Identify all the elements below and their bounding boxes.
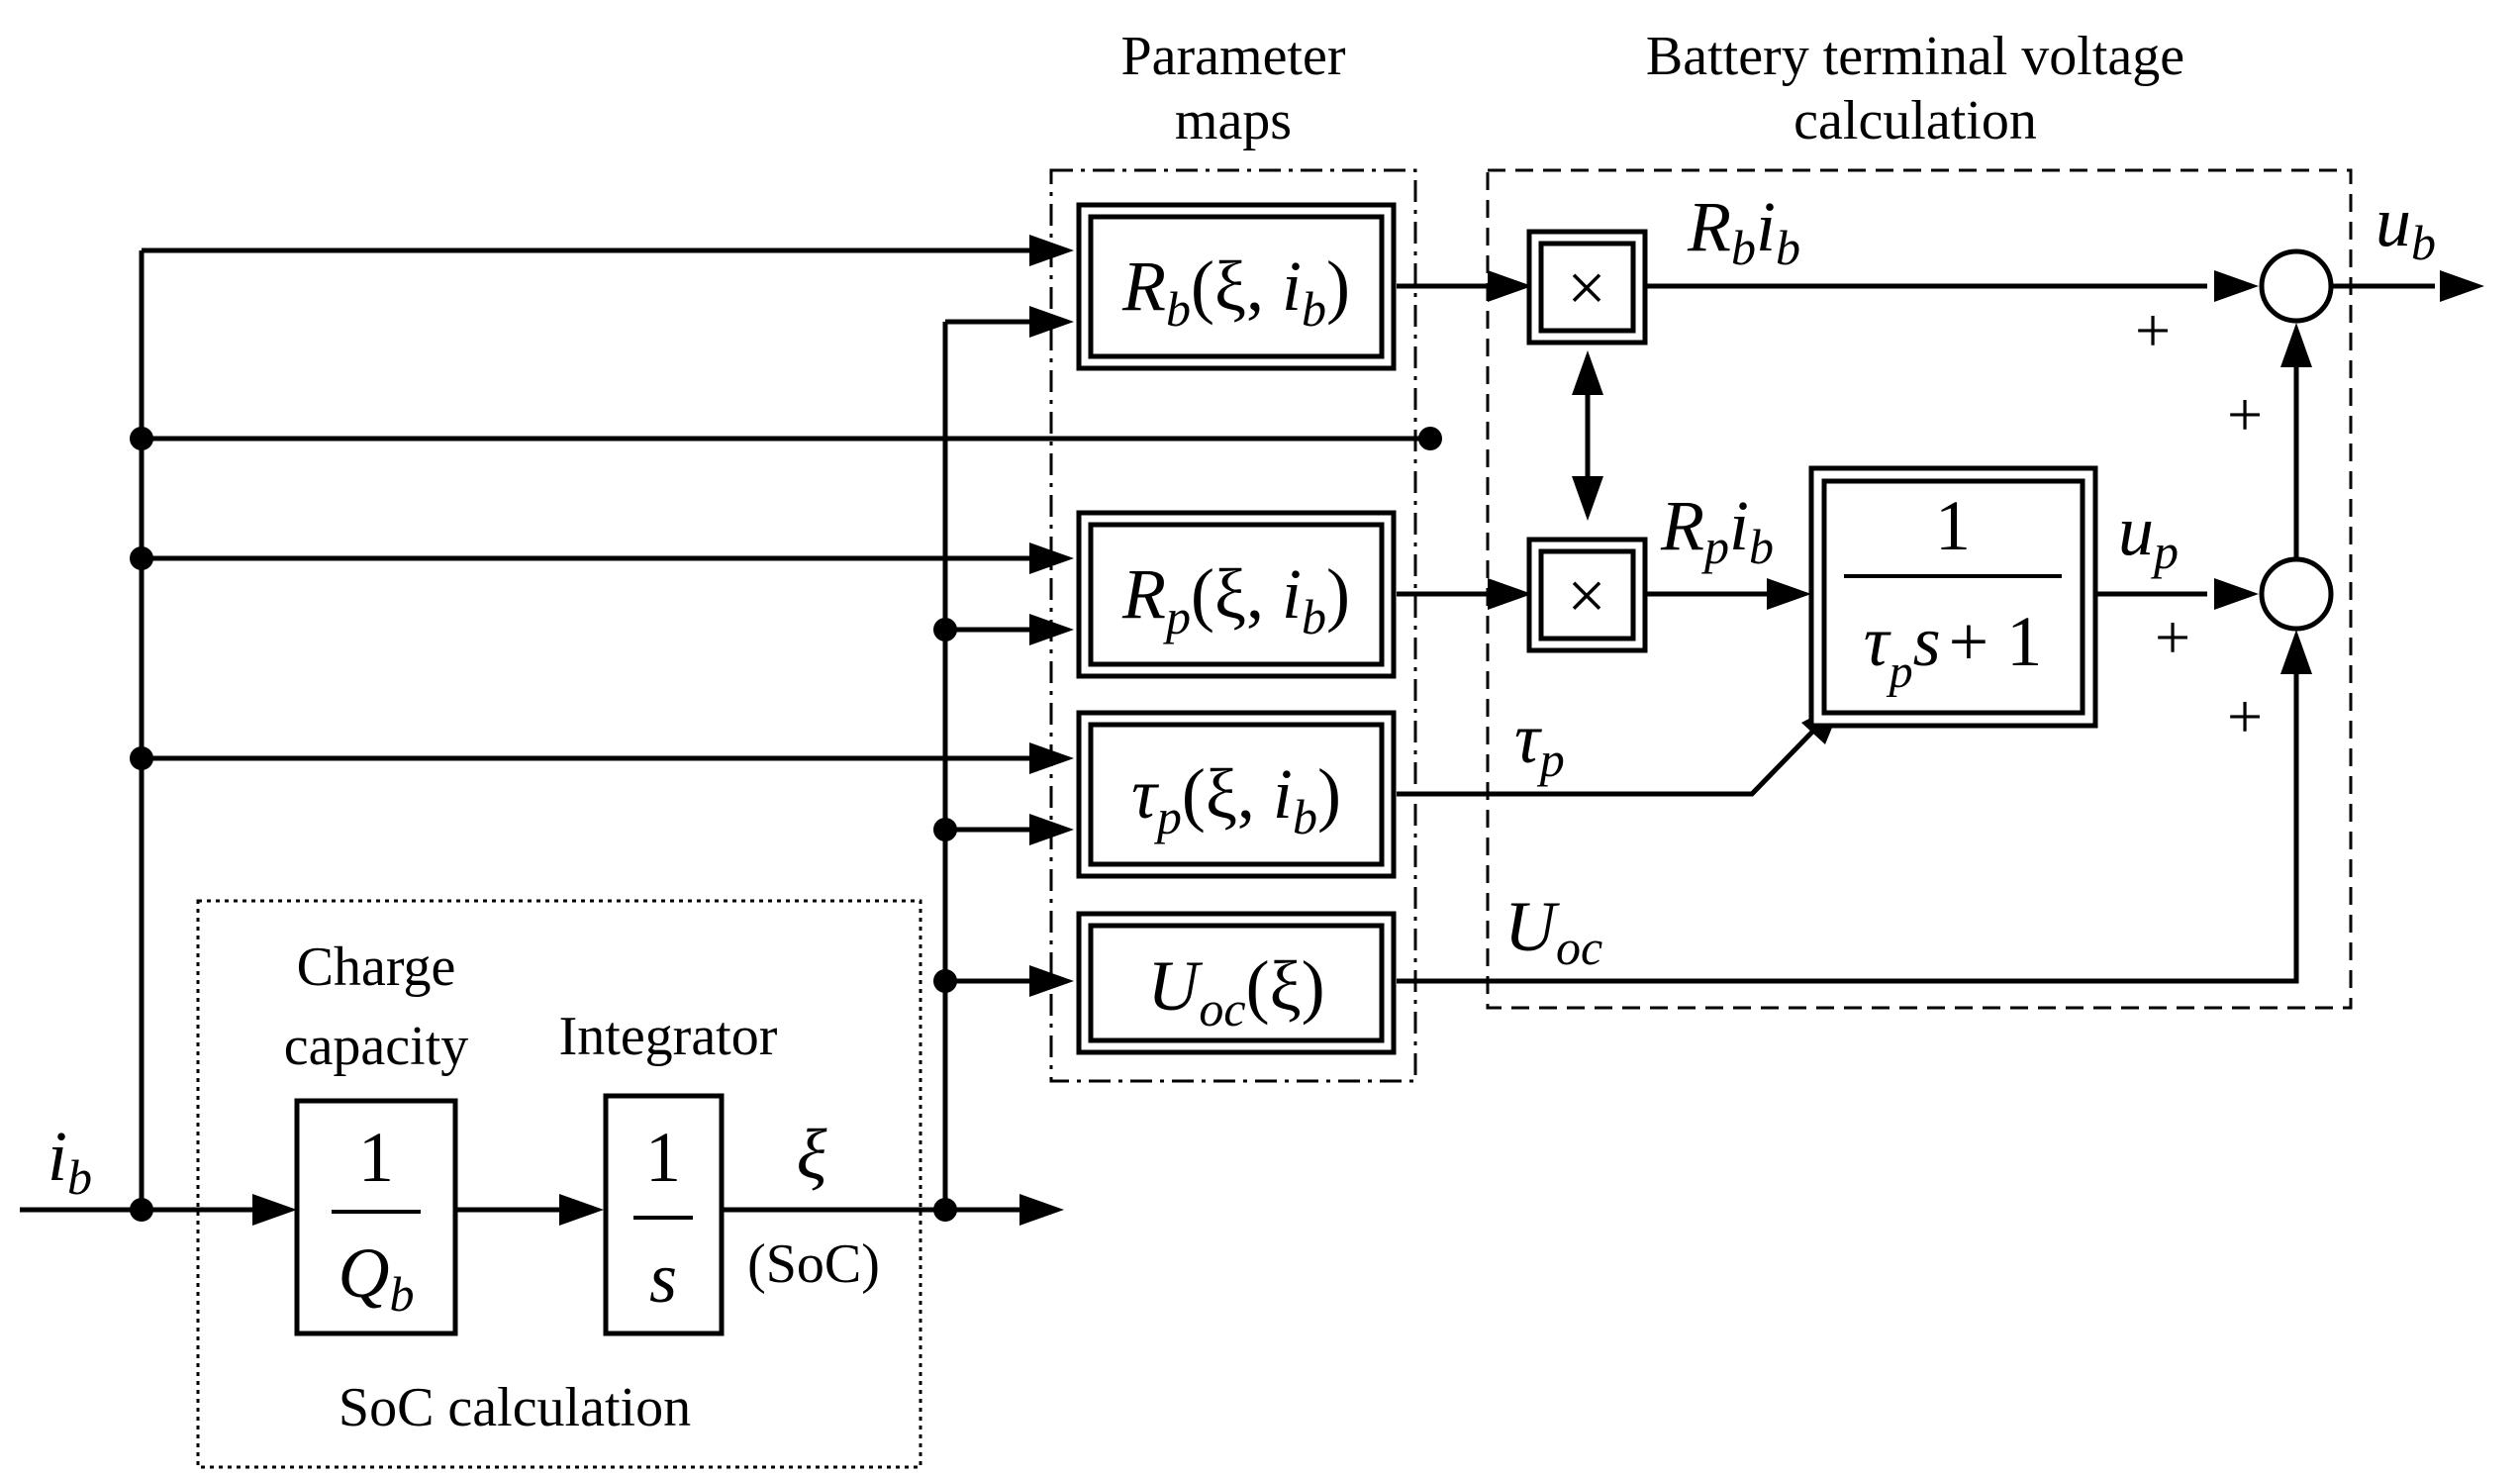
sign-top-below: + [2227, 379, 2263, 449]
sign-bottom-left: + [2155, 602, 2190, 672]
xi-label: ξ [797, 1115, 827, 1194]
rb-ib-label: Rbib [1687, 187, 1800, 275]
svg-text:1: 1 [1935, 486, 1971, 565]
soc-calculation-frame [196, 899, 922, 1469]
input-ib-label: ib [48, 1117, 92, 1205]
soc-label: (SoC) [747, 1233, 880, 1295]
svg-text:Rb(ξ, ib): Rb(ξ, ib) [1121, 246, 1350, 337]
junction-dots [130, 427, 1442, 1222]
multiplier-block-top: × [1526, 229, 1648, 345]
battery-title-line1: Battery terminal voltage [1646, 26, 2184, 87]
charge-capacity-gain-block: 1 Qb [294, 1098, 458, 1336]
ub-label: ub [2375, 182, 2436, 270]
signal-wires [20, 247, 2435, 1213]
soc-calculation-title: SoC calculation [339, 1377, 691, 1438]
svg-text:Qb: Qb [339, 1233, 415, 1322]
integrator-title: Integrator [559, 1006, 778, 1067]
charge-capacity-title-line2: capacity [284, 1016, 469, 1077]
svg-text:1: 1 [358, 1118, 394, 1197]
summing-junction-bottom [2259, 556, 2334, 632]
sign-top-left: + [2135, 295, 2171, 365]
integrator-block: 1 s [603, 1093, 725, 1336]
svg-text:τp(ξ, ib): τp(ξ, ib) [1131, 754, 1341, 844]
rp-map-block: Rp(ξ, ib) [1076, 510, 1397, 679]
svg-text:×: × [1567, 250, 1605, 327]
svg-text:τps+ 1: τps+ 1 [1864, 602, 2042, 698]
rb-map-block: Rb(ξ, ib) [1076, 202, 1397, 371]
transfer-function-block: 1 τps+ 1 [1808, 465, 2098, 729]
up-label: up [2118, 491, 2179, 579]
uoc-label: Uoc [1504, 887, 1602, 975]
summing-junction-top [2259, 248, 2334, 324]
svg-text:Uoc(ξ): Uoc(ξ) [1147, 946, 1324, 1036]
parameter-maps-title-line2: maps [1175, 90, 1292, 151]
svg-text:×: × [1567, 558, 1605, 635]
tau-map-block: τp(ξ, ib) [1076, 710, 1397, 879]
parameter-maps-title-line1: Parameter [1121, 26, 1346, 87]
battery-title-line2: calculation [1793, 90, 2037, 151]
sign-bottom-below: + [2227, 681, 2263, 751]
svg-text:Rp(ξ, ib): Rp(ξ, ib) [1121, 554, 1350, 644]
multiplier-block-bottom: × [1526, 537, 1648, 653]
svg-text:s: s [649, 1238, 677, 1318]
svg-text:1: 1 [645, 1118, 681, 1197]
charge-capacity-title-line1: Charge [297, 937, 456, 998]
uoc-map-block: Uoc(ξ) [1076, 911, 1397, 1055]
taup-label: τp [1514, 699, 1565, 787]
rp-ib-label: Rpib [1660, 486, 1774, 574]
